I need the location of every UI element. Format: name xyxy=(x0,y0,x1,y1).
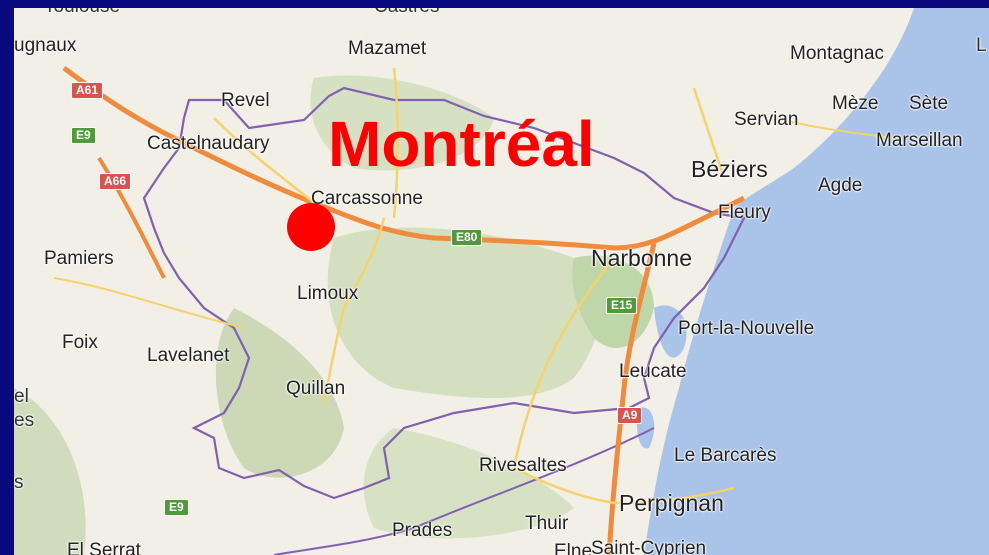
place-quillan: Quillan xyxy=(286,378,346,399)
place-s: s xyxy=(14,472,24,493)
place-el: el xyxy=(14,386,29,407)
forest-area xyxy=(327,227,601,398)
place-mazamet: Mazamet xyxy=(348,38,427,59)
place-le-barcares: Le Barcarès xyxy=(674,445,777,466)
place-marseillan: Marseillan xyxy=(876,130,963,151)
road-shield-a61: A61 xyxy=(71,82,104,99)
road-shield-a9: A9 xyxy=(617,407,643,424)
place-servian: Servian xyxy=(734,109,799,130)
motorway-a9 xyxy=(606,242,657,555)
place-thuir: Thuir xyxy=(525,513,569,534)
place-elne: Elne xyxy=(554,541,593,555)
motorway-a66 xyxy=(97,156,166,279)
place-lugnaux: ugnaux xyxy=(14,35,77,56)
place-l: L xyxy=(976,35,987,56)
place-carcassonne: Carcassonne xyxy=(311,188,423,209)
place-leucate: Leucate xyxy=(619,361,687,382)
place-meze: Mèze xyxy=(832,93,879,114)
place-lavelanet: Lavelanet xyxy=(147,345,230,366)
road-shield-e9-south: E9 xyxy=(164,499,189,516)
place-foix: Foix xyxy=(62,332,98,353)
place-narbonne: Narbonne xyxy=(591,245,693,271)
sea-area xyxy=(644,8,989,555)
place-prades: Prades xyxy=(392,520,453,541)
motorway-a61 xyxy=(62,65,746,251)
place-rivesaltes: Rivesaltes xyxy=(479,455,567,476)
road-shield-e80: E80 xyxy=(451,229,483,246)
place-castres: Castres xyxy=(374,8,439,18)
map-base-layer xyxy=(14,8,989,555)
place-agde: Agde xyxy=(818,175,863,196)
forest-area xyxy=(14,388,86,555)
region-boundary xyxy=(273,427,655,555)
forest-area xyxy=(215,308,344,478)
place-el-serrat: El Serrat xyxy=(67,540,141,555)
map-title: Montréal xyxy=(328,108,595,180)
place-pamiers: Pamiers xyxy=(44,248,114,269)
place-saint-cyprien: Saint-Cyprien xyxy=(591,538,707,555)
road-shield-e9: E9 xyxy=(71,127,96,144)
place-toulouse: Toulouse xyxy=(44,8,120,18)
place-port-la-nouvelle: Port-la-Nouvelle xyxy=(678,318,815,339)
place-castelnaudary: Castelnaudary xyxy=(147,133,270,154)
place-montagnac: Montagnac xyxy=(790,43,885,64)
place-fleury: Fleury xyxy=(718,202,771,223)
place-revel: Revel xyxy=(221,90,270,111)
road-shield-a66: A66 xyxy=(99,173,132,190)
place-limoux: Limoux xyxy=(297,283,359,304)
location-marker xyxy=(287,203,335,251)
map-view[interactable]: Toulouse Castres ugnaux Mazamet Montagna… xyxy=(14,8,989,555)
forest-area xyxy=(363,428,574,539)
place-sete: Sète xyxy=(909,93,949,114)
forest-area xyxy=(310,75,494,171)
place-perpignan: Perpignan xyxy=(619,490,724,516)
lagoon xyxy=(654,305,687,358)
department-boundary xyxy=(142,86,746,500)
place-beziers: Béziers xyxy=(691,156,768,182)
place-es: es xyxy=(14,410,35,431)
road-shield-e15: E15 xyxy=(606,297,638,314)
